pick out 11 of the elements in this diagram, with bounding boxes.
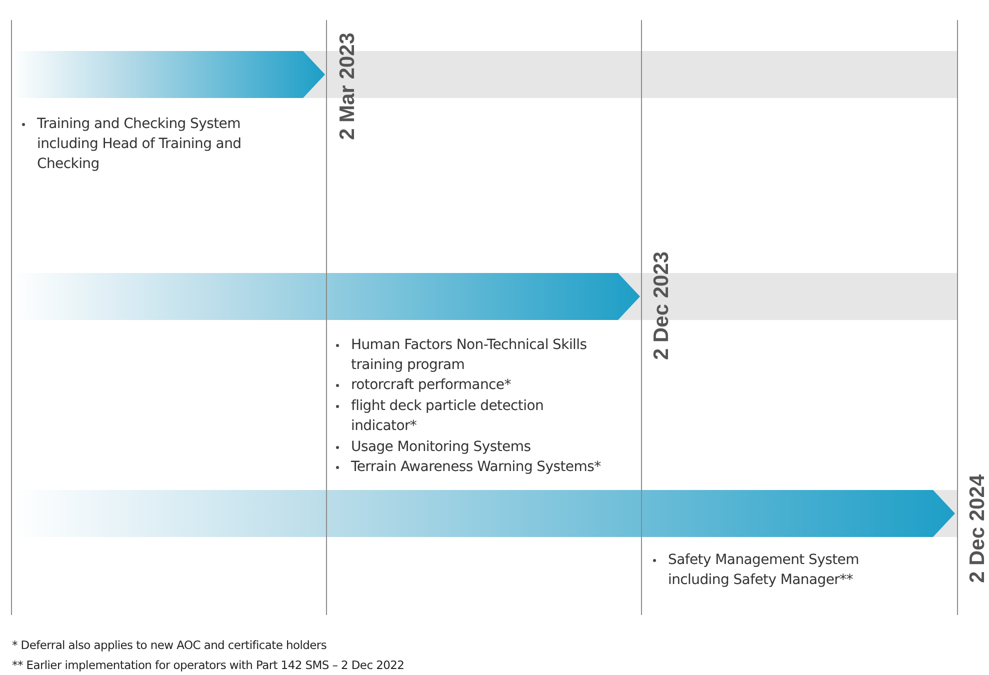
list-item: rotorcraft performance* bbox=[351, 376, 512, 395]
date-label: 2 Dec 2024 bbox=[967, 473, 988, 583]
footnote: * Deferral also applies to new AOC and certificate holders bbox=[12, 638, 327, 652]
list-item: flight deck particle detection indicator* bbox=[351, 397, 545, 436]
list-item: Training and Checking System including Head of Training and Checking bbox=[37, 115, 242, 174]
list-item: Usage Monitoring Systems bbox=[351, 438, 532, 457]
list-item: Terrain Awareness Warning Systems* bbox=[351, 458, 602, 477]
date-label: 2 Mar 2023 bbox=[337, 32, 358, 140]
list-item: Safety Management System including Safety Manager** bbox=[668, 551, 860, 590]
date-label: 2 Dec 2023 bbox=[651, 250, 672, 360]
footnote: ** Earlier implementation for operators with Part 142 SMS – 2 Dec 2022 bbox=[12, 658, 404, 672]
